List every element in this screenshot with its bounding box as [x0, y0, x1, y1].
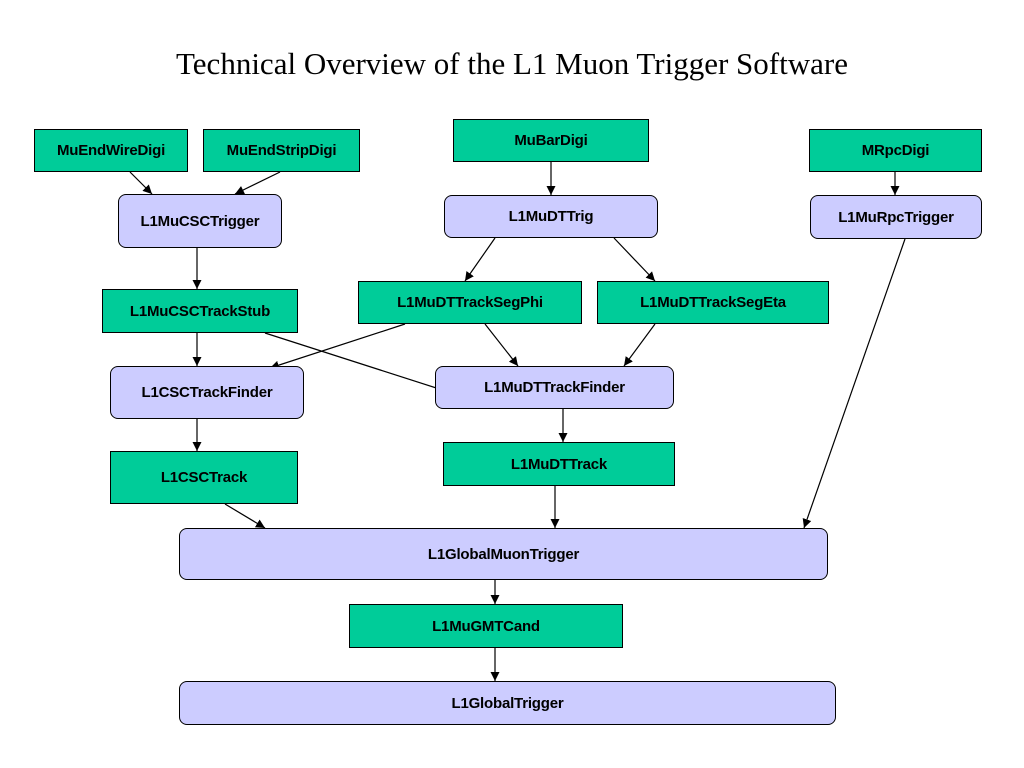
node-muendstripdigi: MuEndStripDigi: [203, 129, 360, 172]
node-l1globalmuontrigger: L1GlobalMuonTrigger: [179, 528, 828, 580]
node-l1csctrack: L1CSCTrack: [110, 451, 298, 504]
arrow-segeta-to-dttrackfinder: [623, 323, 656, 367]
node-l1mucsctrackstub: L1MuCSCTrackStub: [102, 289, 298, 333]
arrow-rpctrigger-to-gmt: [802, 238, 906, 529]
node-muendwiredigi: MuEndWireDigi: [34, 129, 188, 172]
node-l1mudttracksegeta: L1MuDTTrackSegEta: [597, 281, 829, 324]
node-l1csctrackfinder: L1CSCTrackFinder: [110, 366, 304, 419]
arrow-segphi-to-csctrackfinder: [269, 323, 406, 370]
node-l1mudttrackfinder: L1MuDTTrackFinder: [435, 366, 674, 409]
node-l1mugmtcand: L1MuGMTCand: [349, 604, 623, 648]
arrow-csctrack-to-gmt: [224, 503, 266, 529]
arrow-dttrig-to-segeta: [613, 237, 656, 282]
node-l1globaltrigger: L1GlobalTrigger: [179, 681, 836, 725]
arrow-dttrig-to-segphi: [464, 237, 496, 282]
node-l1mudttrack: L1MuDTTrack: [443, 442, 675, 486]
arrow-stub-to-dttrackfinder: [264, 332, 456, 396]
node-l1mudttracksegphi: L1MuDTTrackSegPhi: [358, 281, 582, 324]
node-l1mudttrig: L1MuDTTrig: [444, 195, 658, 238]
node-mrpcdigi: MRpcDigi: [809, 129, 982, 172]
node-l1mucsctrigger: L1MuCSCTrigger: [118, 194, 282, 248]
node-mubardigi: MuBarDigi: [453, 119, 649, 162]
node-l1murpctrigger: L1MuRpcTrigger: [810, 195, 982, 239]
slide-title: Technical Overview of the L1 Muon Trigge…: [176, 46, 848, 81]
arrow-segphi-to-dttrackfinder: [484, 323, 519, 367]
arrow-wire-to-csctrigger: [129, 171, 153, 195]
arrow-strip-to-csctrigger: [234, 171, 281, 195]
